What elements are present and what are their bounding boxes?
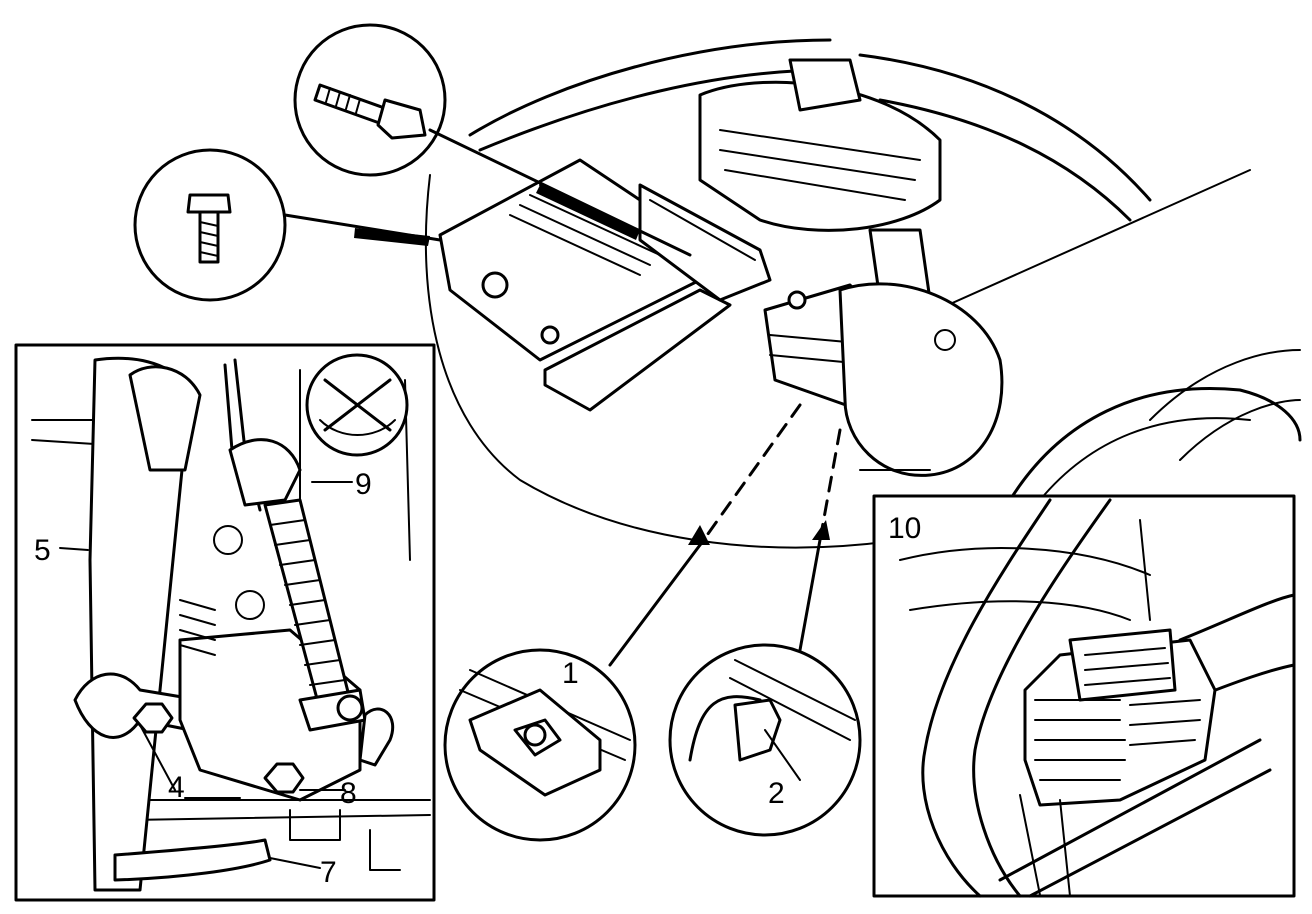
screw-detail <box>133 148 442 302</box>
callout-9: 9 <box>355 468 372 501</box>
air-filter-housing <box>698 80 942 232</box>
detail-circle-1: 1 <box>443 648 637 842</box>
detail-circle-2: 2 <box>668 643 862 837</box>
callout-5: 5 <box>34 534 51 567</box>
callout-2: 2 <box>768 777 785 810</box>
callout-8: 8 <box>340 777 357 810</box>
engine-bay-main-view <box>424 38 1302 667</box>
callout-10: 10 <box>888 512 921 545</box>
inset-selector-linkage: 9 5 4 8 7 <box>14 343 436 902</box>
callout-7: 7 <box>320 856 337 889</box>
callout-1: 1 <box>562 657 579 690</box>
bolt-detail <box>293 23 692 257</box>
callout-4: 4 <box>168 771 185 804</box>
gearbox <box>838 282 1004 477</box>
inset-connector: 10 <box>872 494 1296 898</box>
